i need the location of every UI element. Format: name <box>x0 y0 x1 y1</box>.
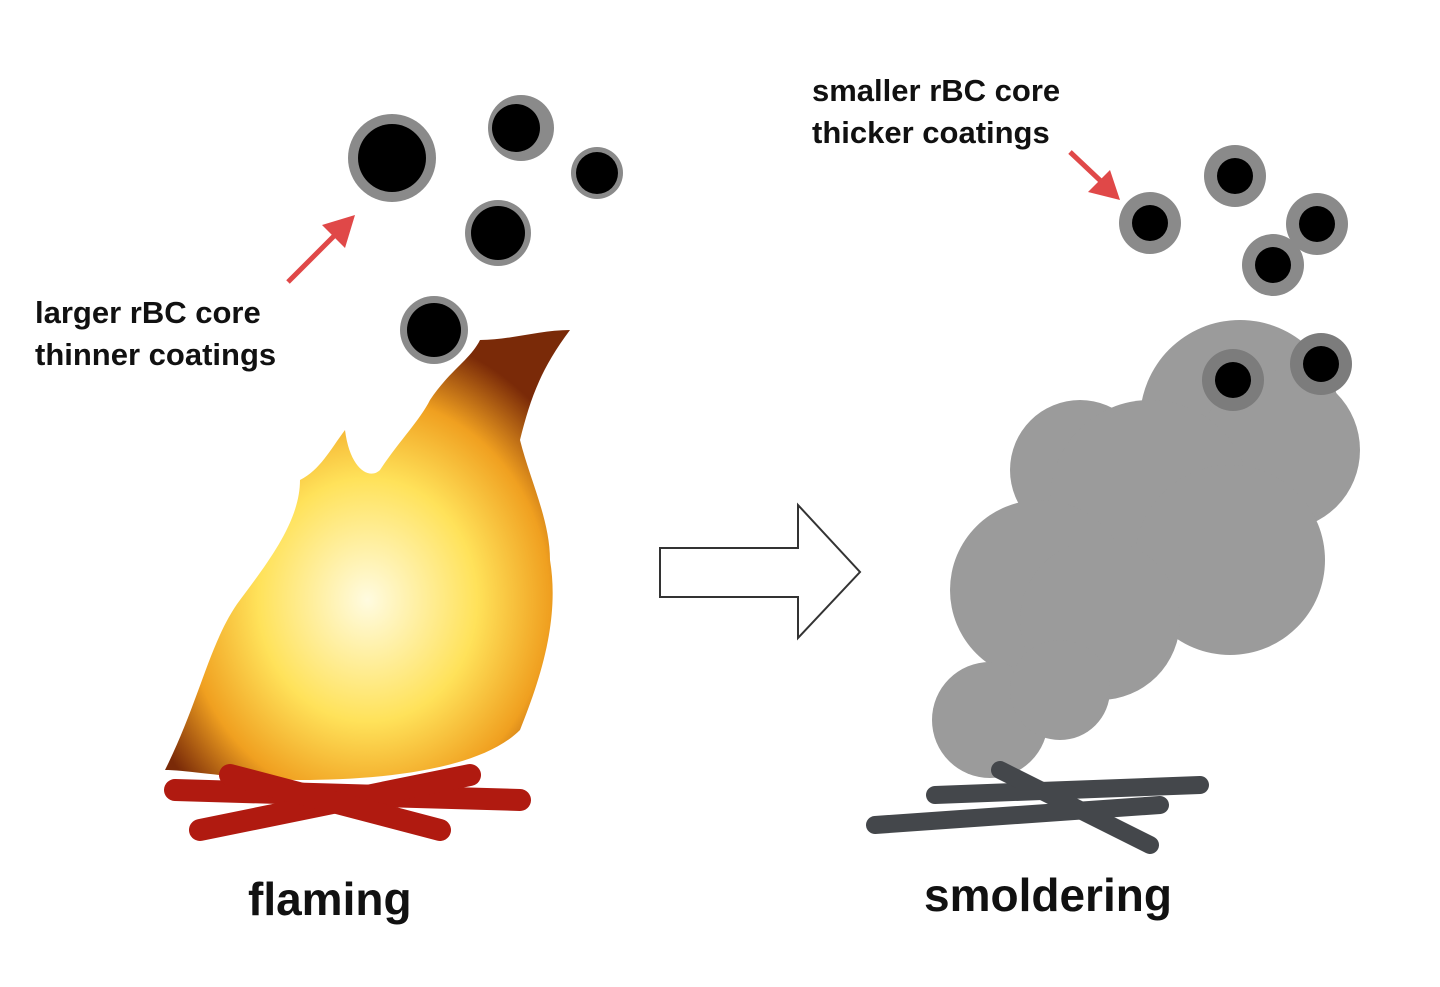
transition-arrow-icon <box>659 502 862 641</box>
caption-flaming: flaming <box>248 873 412 925</box>
annotation-line: thinner coatings <box>35 337 277 372</box>
particles-smoldering <box>1119 145 1352 411</box>
caption-smoldering: smoldering <box>924 869 1172 921</box>
annotation-line: thicker coatings <box>812 115 1050 150</box>
flame-icon <box>165 330 570 780</box>
left-annotation: larger rBC core thinner coatings <box>35 292 276 376</box>
annotation-line: larger rBC core <box>35 295 261 330</box>
annotation-line: smaller rBC core <box>812 73 1061 108</box>
arrow-right-annotation <box>1068 150 1120 200</box>
char-icon <box>866 761 1209 854</box>
smoke-cloud-icon <box>932 320 1360 778</box>
right-annotation: smaller rBC core thicker coatings <box>812 70 1060 154</box>
arrow-left-annotation <box>286 215 355 284</box>
particles-flaming <box>348 95 623 364</box>
embers-icon <box>164 764 531 841</box>
